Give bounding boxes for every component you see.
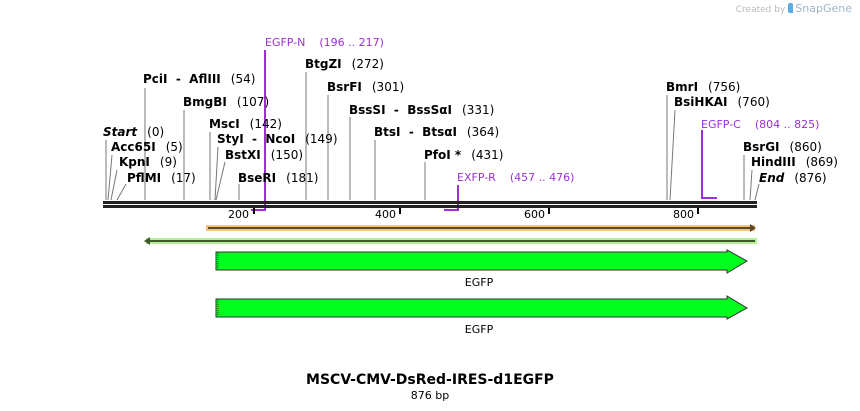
tick-label: 400	[375, 208, 396, 221]
site-btgzi[interactable]: BtgZI(272)	[305, 57, 384, 71]
feature-label-egfp: EGFP	[464, 323, 494, 336]
site-hindiii[interactable]: HindIII(869)	[751, 155, 838, 169]
site-bsihkai[interactable]: BsiHKAI(760)	[674, 95, 770, 109]
site-kpni[interactable]: KpnI(9)	[119, 155, 177, 169]
site-end[interactable]: End(876)	[759, 171, 827, 185]
site-acc65i[interactable]: Acc65I(5)	[111, 140, 183, 154]
cut-site-lines	[105, 72, 760, 201]
map-title: MSCV-CMV-DsRed-IRES-d1EGFP	[306, 372, 554, 388]
credit-brand: SnapGene	[795, 2, 852, 15]
site-styi-ncoi[interactable]: StyI - NcoI(149)	[217, 132, 338, 146]
credit-prefix: Created by	[735, 5, 786, 15]
site-bsrgi[interactable]: BsrGI(860)	[743, 140, 822, 154]
map-length: 876 bp	[410, 389, 450, 402]
primer-exfp-r[interactable]: EXFP-R(457 .. 476)	[457, 171, 575, 184]
site-btsi-btsai[interactable]: BtsI - BtsαI(364)	[374, 125, 500, 139]
site-start[interactable]: Start(0)	[103, 125, 165, 139]
tick-label: 800	[673, 208, 694, 221]
egfp-feature-arrow-1	[215, 249, 749, 274]
site-pcii-afliii[interactable]: PciI - AflIII(54)	[143, 72, 256, 86]
primer-egfp-c[interactable]: EGFP-C(804 .. 825)	[701, 118, 820, 131]
site-bstxi[interactable]: BstXI(150)	[225, 148, 304, 162]
feature-label-egfp: EGFP	[464, 276, 494, 289]
tick-label: 200	[228, 208, 249, 221]
snapgene-credit: Created by SnapGene	[736, 2, 852, 15]
site-bmgbi[interactable]: BmgBI(107)	[183, 95, 270, 109]
site-beseri[interactable]: BseRI(181)	[238, 171, 319, 185]
site-bmri[interactable]: BmrI(756)	[666, 80, 741, 94]
snapgene-logo-icon	[788, 3, 794, 13]
tick-label: 600	[524, 208, 545, 221]
site-pflmi[interactable]: PflMI(17)	[127, 171, 196, 185]
site-msci[interactable]: MscI(142)	[209, 117, 282, 131]
site-pfoi[interactable]: PfoI *(431)	[424, 148, 504, 162]
egfp-feature-arrow-2	[215, 295, 749, 320]
primer-egfp-n[interactable]: EGFP-N(196 .. 217)	[265, 36, 384, 49]
primer-marks	[251, 50, 717, 211]
site-bsssi-bsssai[interactable]: BssSI - BssSαI(331)	[349, 103, 495, 117]
site-bsrfi[interactable]: BsrFI(301)	[327, 80, 405, 94]
backbone-top	[103, 201, 757, 204]
backbone-bottom	[103, 205, 757, 208]
